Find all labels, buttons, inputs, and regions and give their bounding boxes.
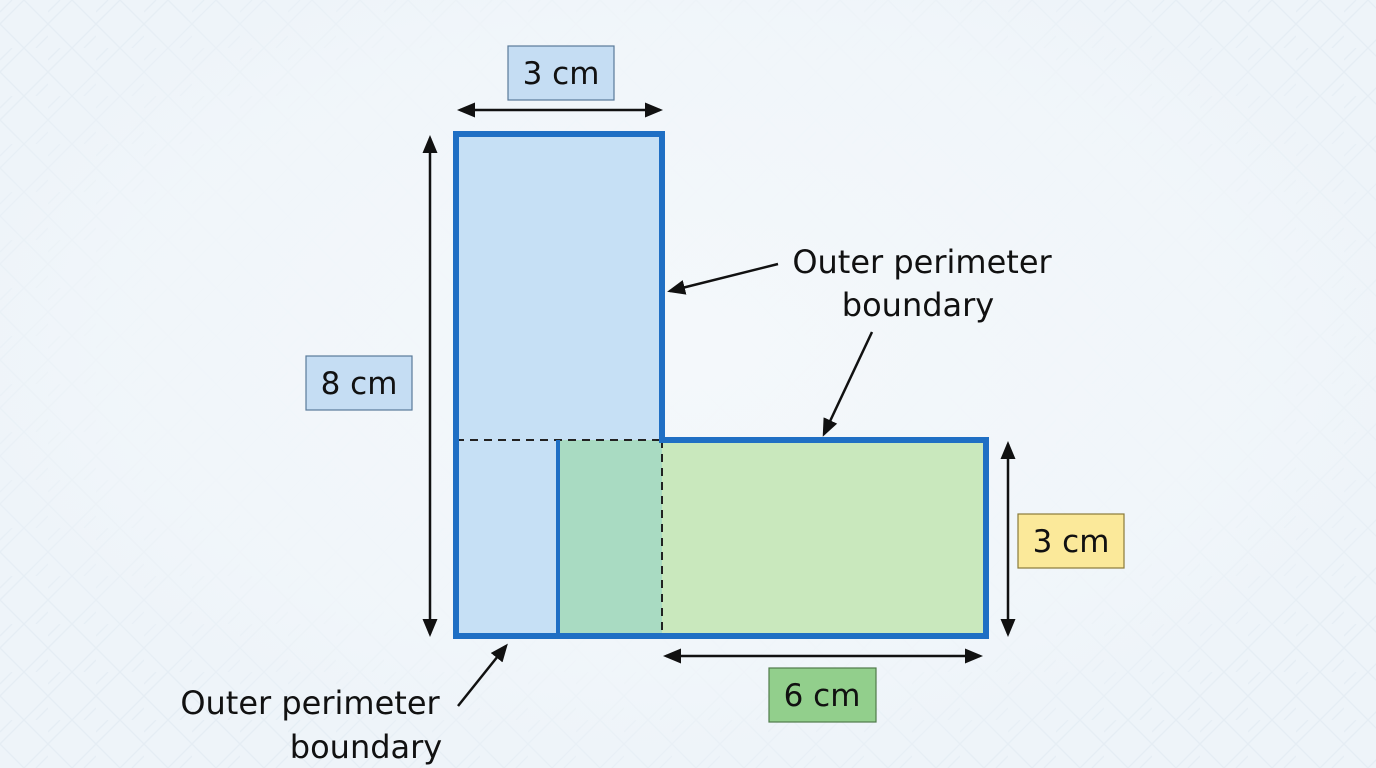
label-total-height: 8 cm xyxy=(305,355,413,411)
label-arm-height-text: 3 cm xyxy=(1033,524,1110,560)
annotation-pointer-to-top-edge xyxy=(822,331,874,437)
label-top-width: 3 cm xyxy=(507,45,615,101)
annotation-pointer-to-bottom-edge xyxy=(457,643,508,707)
label-total-height-text: 8 cm xyxy=(321,366,398,402)
annotation-right-line1: Outer perimeter xyxy=(792,243,1052,281)
label-arm-width: 6 cm xyxy=(768,667,877,723)
label-top-width-text: 3 cm xyxy=(523,56,600,92)
annotation-right-line2: boundary xyxy=(842,286,994,324)
label-arm-width-text: 6 cm xyxy=(784,678,861,714)
outer-perimeter xyxy=(453,131,989,639)
annotation-bottom-line2: boundary xyxy=(290,728,442,766)
annotation-bottom-line1: Outer perimeter xyxy=(180,684,440,722)
label-arm-height: 3 cm xyxy=(1017,513,1125,569)
overlap-region xyxy=(558,440,662,636)
annotation-pointer-to-vertical-edge xyxy=(667,262,779,295)
